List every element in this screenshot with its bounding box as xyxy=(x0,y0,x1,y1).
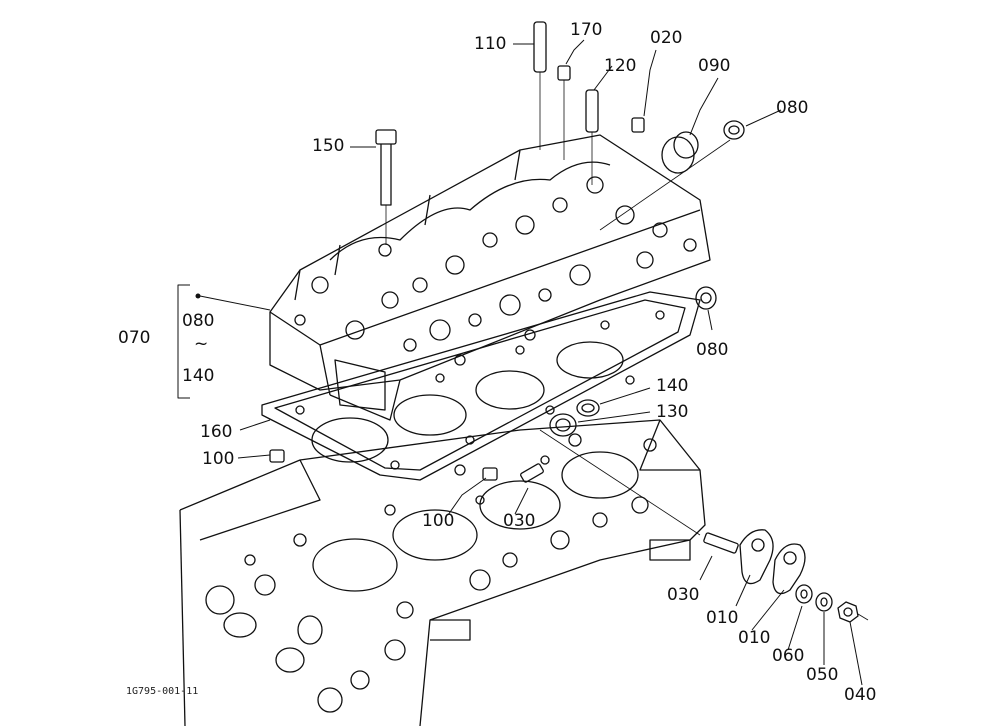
callout-080-top: 080 xyxy=(776,98,809,118)
part-030-stud-right xyxy=(539,429,739,554)
callout-range-separator: ~ xyxy=(194,334,209,354)
callout-160: 160 xyxy=(200,422,233,442)
part-090-plug xyxy=(661,131,699,174)
part-050-washer xyxy=(815,592,833,612)
callout-100-left: 100 xyxy=(202,449,235,469)
callout-060: 060 xyxy=(772,646,805,666)
callout-030-center: 030 xyxy=(503,511,536,531)
part-040-nut xyxy=(837,601,869,623)
callout-140: 140 xyxy=(656,376,689,396)
part-150-bolt xyxy=(375,129,397,245)
part-120-pipe xyxy=(585,89,599,185)
callout-110: 110 xyxy=(474,34,507,54)
callout-140-range-end: 140 xyxy=(182,366,215,386)
part-140-ring xyxy=(576,399,600,417)
part-130-seal xyxy=(549,413,577,437)
part-010-bracket-a xyxy=(739,529,774,585)
callout-090: 090 xyxy=(698,56,731,76)
callout-040: 040 xyxy=(844,685,877,705)
callout-050: 050 xyxy=(806,665,839,685)
callout-150: 150 xyxy=(312,136,345,156)
callout-100-center: 100 xyxy=(422,511,455,531)
engine-block xyxy=(179,419,706,726)
callout-080-range-start: 080 xyxy=(182,311,215,331)
cylinder-head xyxy=(269,134,711,421)
head-gasket xyxy=(261,291,701,481)
part-010-bracket-b xyxy=(772,543,806,595)
callout-080-right: 080 xyxy=(696,340,729,360)
part-020-plug xyxy=(631,117,645,133)
callout-170: 170 xyxy=(570,20,603,40)
part-080-ring-top xyxy=(599,120,745,231)
part-080-ring-right xyxy=(695,286,717,310)
callout-130: 130 xyxy=(656,402,689,422)
part-060-washer xyxy=(795,584,813,604)
leader-lines xyxy=(177,39,863,686)
part-030-stud-center xyxy=(520,463,544,483)
part-100-pin-left xyxy=(269,449,285,463)
callout-010-a: 010 xyxy=(706,608,739,628)
part-100-pin-center xyxy=(482,467,498,481)
part-110-pipe xyxy=(533,21,547,150)
callout-070: 070 xyxy=(118,328,151,348)
callout-020: 020 xyxy=(650,28,683,48)
callout-120: 120 xyxy=(604,56,637,76)
figure-id: 1G795-001-11 xyxy=(126,686,199,697)
callout-010-b: 010 xyxy=(738,628,771,648)
callout-030-right: 030 xyxy=(667,585,700,605)
part-170-cap xyxy=(557,65,571,160)
